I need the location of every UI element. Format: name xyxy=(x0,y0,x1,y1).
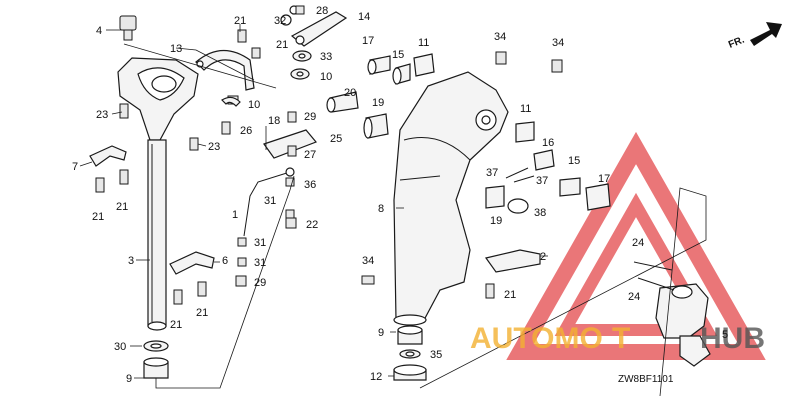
callout-label: 21 xyxy=(170,319,182,331)
callout-label: 22 xyxy=(306,219,318,231)
part-5-clamp xyxy=(633,261,711,367)
callout-label: 34 xyxy=(552,37,564,49)
callout-label: 10 xyxy=(248,99,260,111)
callout-label: 27 xyxy=(304,149,316,161)
callout-label: 10 xyxy=(320,71,332,83)
callout-label: 17 xyxy=(598,173,610,185)
callout-label: 19 xyxy=(490,215,502,227)
watermark-logo xyxy=(506,131,766,360)
callout-label: 21 xyxy=(234,15,246,27)
watermark-triangle-inner xyxy=(554,192,718,336)
part-10-clip xyxy=(221,96,241,107)
callout-label: 38 xyxy=(534,207,546,219)
callout-label: 12 xyxy=(370,371,382,383)
part-1-rod xyxy=(235,167,297,287)
callout-label: 1 xyxy=(232,209,238,221)
part-18-plate xyxy=(263,129,317,159)
callout-label: 31 xyxy=(254,237,266,249)
diagram-code: ZW8BF1101 xyxy=(618,374,674,385)
bushings-top-11-15-17-20-19 xyxy=(326,53,435,139)
callout-label: 26 xyxy=(240,125,252,137)
leader-lines xyxy=(79,24,707,397)
callout-label: 9 xyxy=(378,327,384,339)
callout-label: 5 xyxy=(722,329,728,341)
callout-label: 13 xyxy=(170,43,182,55)
callout-label: 31 xyxy=(254,257,266,269)
callout-label: 20 xyxy=(344,87,356,99)
watermark-text-a: AUTOMO xyxy=(470,322,603,355)
callout-label: 24 xyxy=(628,291,640,303)
callout-label: 21 xyxy=(504,289,516,301)
callout-label: 7 xyxy=(72,161,78,173)
callout-label: 21 xyxy=(92,211,104,223)
callout-label: 18 xyxy=(268,115,280,127)
callout-label: 37 xyxy=(536,175,548,187)
callout-label: 36 xyxy=(304,179,316,191)
callout-label: 3 xyxy=(128,255,134,267)
watermark-text-b: T xyxy=(612,322,630,355)
callout-label: 2 xyxy=(540,251,546,263)
callout-label: 8 xyxy=(378,203,384,215)
washers-28-32-33-10 xyxy=(280,5,312,80)
parts-9-35-12-lower xyxy=(393,325,427,381)
callout-label: 24 xyxy=(632,237,644,249)
callout-label: 33 xyxy=(320,51,332,63)
callout-label: 30 xyxy=(114,341,126,353)
callout-label: 25 xyxy=(330,133,342,145)
fr-label: FR. xyxy=(727,34,746,50)
callout-label: 29 xyxy=(304,111,316,123)
watermark-triangle-outer xyxy=(506,131,766,360)
callout-label: 35 xyxy=(430,349,442,361)
callout-label: 19 xyxy=(372,97,384,109)
callout-label: 11 xyxy=(418,37,429,49)
part-2-bracket xyxy=(361,51,563,299)
callout-label: 4 xyxy=(96,25,102,37)
front-direction-indicator: FR. xyxy=(727,22,782,51)
callout-label: 21 xyxy=(196,307,208,319)
callout-label: 31 xyxy=(264,195,276,207)
callout-label: 15 xyxy=(568,155,580,167)
callout-label: 6 xyxy=(222,255,228,267)
callout-label: 29 xyxy=(254,277,266,289)
part-13-retaining-bracket xyxy=(195,49,255,91)
bolts-upper xyxy=(119,5,305,151)
fr-arrow-icon xyxy=(750,22,782,46)
callout-label: 21 xyxy=(276,39,288,51)
callout-label: 34 xyxy=(362,255,374,267)
part-3-steering-shaft xyxy=(117,57,199,331)
callout-labels: 4 21 28 32 14 13 21 33 10 17 15 11 34 34… xyxy=(72,5,728,385)
callout-label: 28 xyxy=(316,5,328,17)
part-14-clip xyxy=(290,11,348,47)
callout-label: 11 xyxy=(520,103,531,115)
callout-label: 21 xyxy=(116,201,128,213)
part-7-bracket xyxy=(89,145,129,193)
callout-label: 16 xyxy=(542,137,554,149)
part-6-bracket xyxy=(169,251,215,305)
callout-label: 9 xyxy=(126,373,132,385)
parts-30-9-bushings xyxy=(143,340,169,379)
watermark-text: AUTOMO T HUB xyxy=(470,322,765,355)
callout-label: 15 xyxy=(392,49,404,61)
watermark-text-c: HUB xyxy=(700,322,765,355)
callout-label: 14 xyxy=(358,11,370,23)
part-8-swivel-case xyxy=(393,71,509,326)
part-4-cap xyxy=(119,15,137,41)
callout-label: 34 xyxy=(494,31,506,43)
callout-label: 17 xyxy=(362,35,374,47)
callout-label: 23 xyxy=(96,109,108,121)
parts-right-side xyxy=(485,121,611,214)
callout-label: 23 xyxy=(208,141,220,153)
callout-label: 32 xyxy=(274,15,286,27)
callout-label: 37 xyxy=(486,167,498,179)
